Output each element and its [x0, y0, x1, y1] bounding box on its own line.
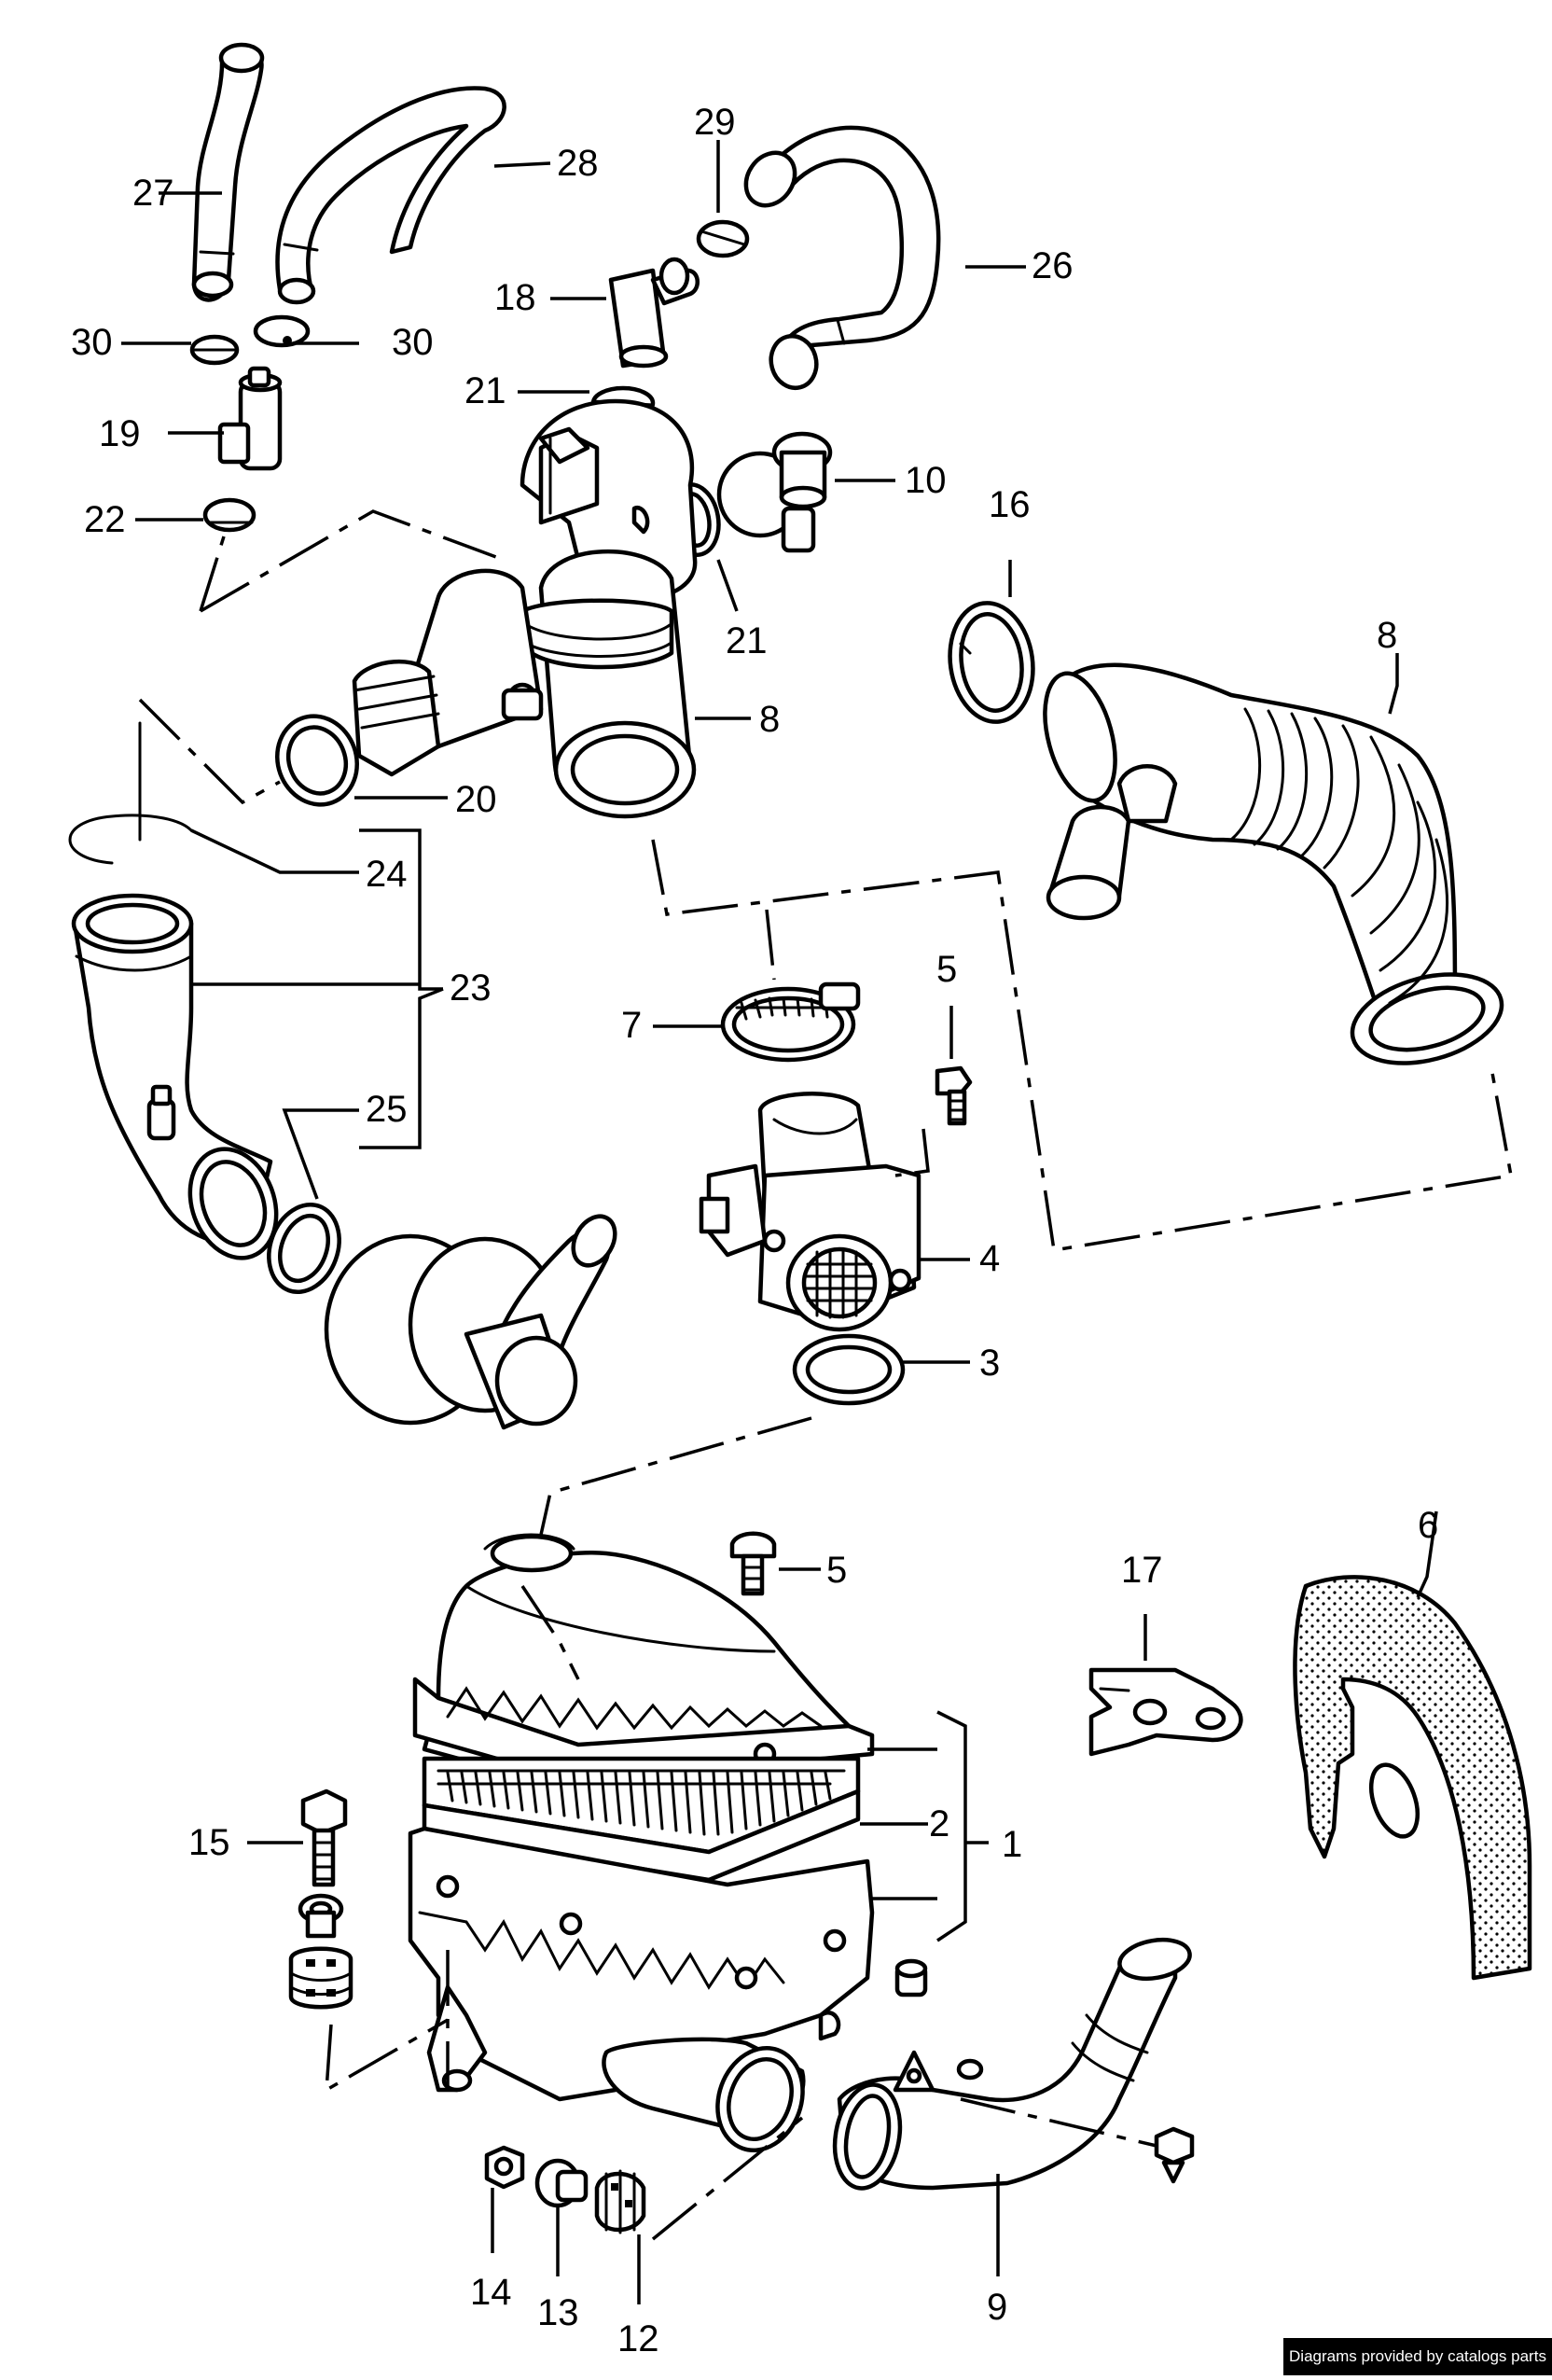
turbo-housing-drawing	[324, 1214, 617, 1430]
callout-8-upper: 8	[759, 699, 780, 740]
callout-30-right: 30	[392, 322, 434, 363]
intake-hose-8-bellows-drawing	[1043, 662, 1504, 1065]
intake-hose-8-upper-drawing	[352, 398, 698, 819]
callout-15: 15	[188, 1822, 230, 1863]
clamp-29-drawing	[696, 219, 750, 258]
callout-25: 25	[366, 1089, 408, 1130]
clamp-30-right-drawing	[253, 314, 311, 348]
credit-banner: Diagrams provided by catalogs parts	[1283, 2338, 1552, 2375]
nut-14-drawing	[484, 2145, 525, 2190]
hose-26-drawing	[743, 125, 941, 391]
o-ring-20-drawing	[275, 714, 359, 807]
callout-1: 1	[1002, 1824, 1022, 1865]
cover-24-drawing	[68, 721, 193, 865]
valve-19-drawing	[217, 366, 283, 471]
callout-5-upper: 5	[936, 949, 957, 990]
callout-26: 26	[1032, 245, 1074, 286]
callout-4: 4	[979, 1238, 1000, 1279]
hose-28-drawing	[275, 86, 506, 305]
o-ring-25-drawing	[267, 1202, 341, 1295]
callout-23: 23	[450, 967, 492, 1009]
bolt-5-lower-drawing	[729, 1531, 777, 1596]
callout-labels: 27 28 29 26 18 30 30 21 19 10 22 21 16 8…	[71, 102, 1438, 2359]
clamp-30-left-drawing	[189, 334, 240, 366]
throttle-body-4-drawing	[699, 1092, 922, 1332]
callout-6: 6	[1418, 1505, 1438, 1546]
bolt-15-drawing	[300, 1788, 348, 1887]
air-filter-housing-drawing	[408, 1826, 875, 2152]
grommet-drawing	[288, 1946, 353, 2010]
callout-7: 7	[621, 1005, 642, 1046]
callout-24: 24	[366, 854, 408, 895]
callout-2: 2	[929, 1803, 949, 1844]
callout-21-lower: 21	[726, 620, 768, 661]
callout-16: 16	[989, 484, 1031, 525]
callout-27: 27	[132, 173, 174, 214]
clamp-7-drawing	[720, 981, 861, 1063]
callout-3: 3	[979, 1343, 1000, 1384]
elbow-hose-23-drawing	[71, 893, 279, 1260]
bolt-5-upper-drawing	[935, 1065, 973, 1126]
clamp-22-drawing	[202, 497, 256, 533]
push-clip-drawing	[1154, 2126, 1195, 2184]
callout-17: 17	[1121, 1550, 1163, 1591]
callout-8-right: 8	[1377, 615, 1397, 656]
callout-19: 19	[99, 413, 141, 454]
valve-10-drawing	[716, 431, 833, 553]
plug-drawing	[894, 1958, 928, 1997]
grommet-12-drawing	[594, 2169, 646, 2234]
washer-drawing	[298, 1893, 344, 1939]
callout-28: 28	[557, 143, 599, 184]
air-filter-lid-drawing	[412, 1533, 875, 1794]
fitting-18-drawing	[608, 257, 700, 369]
spacer-13-drawing	[534, 2158, 589, 2208]
intake-hose-9-drawing	[832, 1937, 1192, 2191]
clamp-16-drawing	[948, 601, 1035, 724]
callout-5-lower: 5	[826, 1550, 847, 1591]
callout-14: 14	[470, 2272, 512, 2313]
callout-10: 10	[905, 460, 947, 501]
hose-27-drawing	[191, 42, 265, 302]
callout-30-left: 30	[71, 322, 113, 363]
heat-shield-6-drawing	[1293, 1575, 1532, 1981]
leader-lines	[121, 140, 1438, 2304]
callout-13: 13	[537, 2292, 579, 2333]
callout-18: 18	[494, 277, 536, 318]
callout-9: 9	[987, 2287, 1007, 2328]
callout-29: 29	[694, 102, 736, 143]
callout-12: 12	[617, 2318, 659, 2359]
callout-20: 20	[455, 779, 497, 820]
bracket-17-drawing	[1088, 1667, 1243, 1757]
callout-21-upper: 21	[464, 370, 506, 411]
filter-element-2-drawing	[422, 1756, 861, 1883]
gasket-3-drawing	[792, 1333, 906, 1406]
callout-22: 22	[84, 499, 126, 540]
assembly-lines	[138, 509, 1514, 2241]
